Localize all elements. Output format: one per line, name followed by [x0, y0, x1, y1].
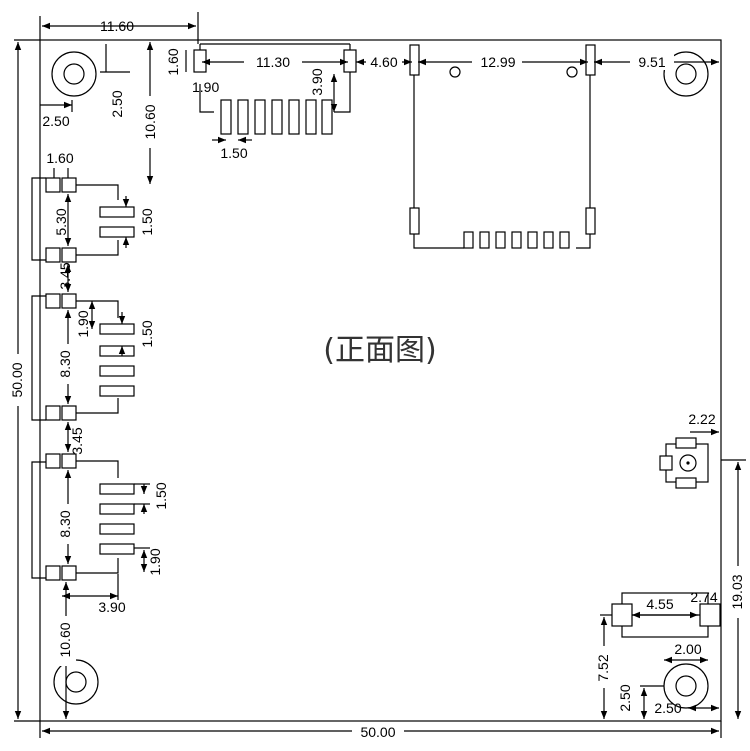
dim-switch-span: 4.55 — [632, 596, 698, 619]
dim-bottom-right-hole: 2.00 — [664, 641, 708, 664]
dim-label: 10.60 — [57, 622, 73, 657]
dim-sd-span: 12.99 — [418, 53, 588, 70]
dim-conn2-pitch: 1.50 — [118, 312, 155, 356]
dim-label: 50.00 — [9, 362, 25, 397]
dim-fpc-pin-pitch: 1.50 — [212, 136, 252, 161]
dim-label: 2.50 — [42, 113, 69, 129]
mounting-hole-top-left — [51, 51, 97, 97]
dim-sd-right: 9.51 — [594, 53, 719, 70]
left-connector-3 — [31, 453, 135, 581]
board-outline — [39, 39, 722, 722]
dim-label: 1.50 — [139, 208, 155, 235]
dim-label: 4.55 — [646, 596, 673, 612]
dim-fpc-pad-height: 1.60 — [165, 48, 187, 76]
dim-conn2-span: 8.30 — [57, 310, 78, 404]
dim-overall-width: 50.00 — [39, 721, 722, 740]
dim-label: 5.30 — [53, 208, 69, 235]
dim-label: 12.99 — [480, 54, 515, 70]
dim-label: 1.50 — [220, 145, 247, 161]
mounting-hole-bottom-left — [53, 659, 99, 705]
dim-top-left-hole-x: 11.60 — [39, 12, 199, 44]
dim-antenna-offset: 2.22 — [688, 411, 719, 436]
dim-label: 3.45 — [57, 262, 73, 289]
dim-label: 2.00 — [674, 641, 701, 657]
dim-label: 2.74 — [690, 589, 717, 605]
dim-label: 11.30 — [256, 54, 290, 70]
dim-label: 4.60 — [370, 54, 397, 70]
dim-overall-height: 50.00 — [8, 39, 40, 722]
dim-label: 9.51 — [638, 54, 665, 70]
dim-left-pad-width: 1.60 — [46, 150, 74, 178]
dim-conn3-pitch: 1.50 — [134, 482, 169, 514]
dim-bottom-left-hole: 10.60 — [56, 582, 76, 719]
dim-label: 1.90 — [192, 79, 219, 95]
dim-switch-pad: 2.74 — [690, 589, 717, 605]
dim-bottom-right-hole-y: 2.50 — [617, 684, 664, 719]
dim-label: 2.50 — [654, 700, 681, 716]
dim-conn-gap-1: 3.45 — [57, 262, 73, 292]
dim-conn-gap-2: 3.45 — [64, 422, 85, 455]
left-connector-2 — [31, 293, 135, 421]
dim-label: 2.50 — [617, 684, 633, 711]
dim-conn3-offset: 1.90 — [134, 547, 163, 576]
dim-conn2-offset: 1.90 — [75, 301, 96, 338]
dim-fpc-offset: 1.90 — [192, 79, 219, 95]
dim-conn1-pitch: 1.50 — [122, 196, 155, 248]
dim-label: 2.22 — [688, 411, 715, 427]
dim-label: 8.30 — [57, 510, 73, 537]
dim-antenna-height: 19.03 — [721, 459, 748, 719]
dim-label: 1.50 — [139, 320, 155, 347]
dim-label: 8.30 — [57, 350, 73, 377]
dim-label: 1.60 — [165, 48, 181, 75]
dim-label: 2.50 — [109, 90, 125, 117]
left-connector-1 — [31, 177, 135, 263]
dim-label: 1.90 — [75, 310, 91, 337]
view-title: (正面图) — [323, 333, 436, 368]
dim-bottom-right-hole-x: 2.50 — [654, 700, 719, 716]
dim-label: 1.90 — [147, 548, 163, 575]
fpc-connector-top — [193, 43, 357, 135]
dim-switch-height: 7.52 — [594, 614, 614, 719]
dim-label: 10.60 — [142, 104, 158, 139]
sd-card-slot — [409, 44, 596, 249]
dim-fpc-span: 11.30 — [202, 52, 348, 70]
dim-fpc-gap: 4.60 — [356, 53, 412, 70]
dim-label: 3.90 — [98, 599, 125, 615]
dim-label: 1.60 — [46, 150, 73, 166]
dim-fpc-height: 3.90 — [309, 68, 338, 112]
dim-label: 50.00 — [360, 724, 395, 740]
dim-label: 19.03 — [729, 574, 745, 609]
dim-label: 1.50 — [153, 482, 169, 509]
antenna-connector — [659, 437, 709, 489]
dim-label: 7.52 — [595, 654, 611, 681]
dim-conn1-span: 5.30 — [53, 194, 72, 246]
dim-label: 11.60 — [100, 18, 134, 34]
dim-left-conn-top: 10.60 — [140, 42, 160, 184]
dim-top-left-hole-y: 2.50 — [100, 44, 130, 118]
dim-conn3-span: 8.30 — [57, 470, 78, 564]
dim-label: 3.45 — [69, 427, 85, 454]
dim-conn3-width: 3.90 — [62, 574, 126, 615]
dim-top-left-hole-offset: 2.50 — [40, 100, 73, 129]
dim-label: 3.90 — [309, 68, 325, 95]
